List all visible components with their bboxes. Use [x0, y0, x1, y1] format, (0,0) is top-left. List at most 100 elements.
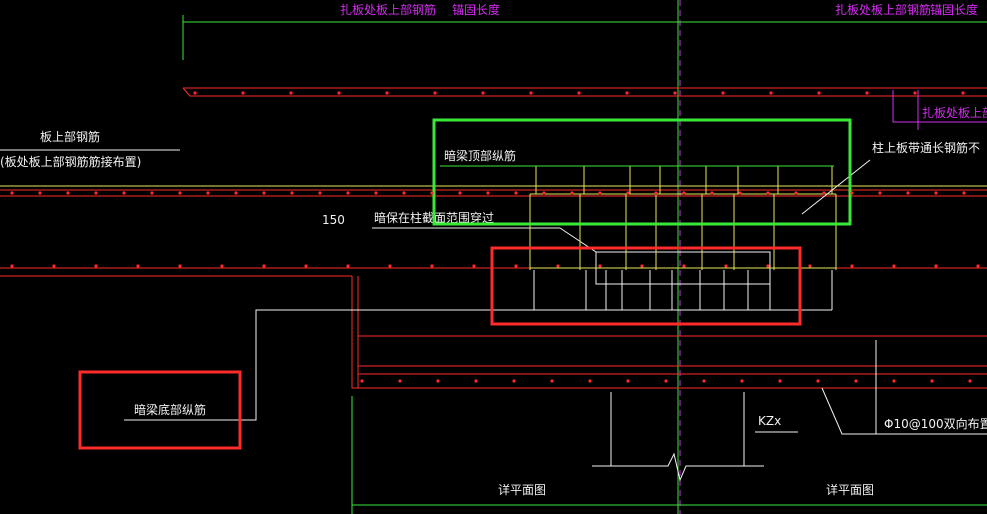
rebar-dot — [976, 264, 980, 268]
right-magenta-bracket — [892, 90, 987, 123]
rebar-dots — [10, 91, 980, 383]
rebar-dot — [398, 379, 402, 383]
rebar-dot — [598, 191, 602, 195]
top-right-anchor-label: 锚固长度 — [930, 2, 978, 17]
rebar-dot — [626, 379, 630, 383]
rebar-dot — [385, 91, 389, 95]
rebar-dot — [290, 191, 294, 195]
rebar-dot — [193, 91, 197, 95]
rebar-dot — [206, 191, 210, 195]
rebar-dot — [664, 379, 668, 383]
rebar-dot — [865, 91, 869, 95]
rebar-dot — [262, 264, 266, 268]
rebar-dot — [512, 379, 516, 383]
rebar-dot — [346, 264, 350, 268]
rebar-dot — [968, 379, 972, 383]
rebar-dot — [817, 91, 821, 95]
rebar-dot — [850, 264, 854, 268]
beam-top-label: 暗梁顶部纵筋 — [444, 148, 516, 163]
rebar-dot — [472, 264, 476, 268]
rebar-dot — [588, 379, 592, 383]
beam-bottom-label: 暗梁底部纵筋 — [134, 402, 206, 417]
rebar-dot — [778, 379, 782, 383]
rebar-dot — [304, 264, 308, 268]
column-break-line — [592, 452, 764, 482]
rebar-dot — [38, 191, 42, 195]
rebar-dot — [626, 191, 630, 195]
top-right-rebar-label: 扎板处板上部钢筋 — [835, 2, 931, 17]
rebar-dot — [388, 264, 392, 268]
rebar-dot — [808, 264, 812, 268]
rebar-dot — [721, 91, 725, 95]
rebar-dot — [10, 191, 14, 195]
rebar-dot — [934, 264, 938, 268]
rebar-dot — [66, 191, 70, 195]
rebar-dot — [769, 91, 773, 95]
rebar-dot — [433, 91, 437, 95]
rebar-dot — [794, 191, 798, 195]
left-note-line1: 板上部钢筋 — [40, 129, 100, 144]
top-left-rebar-label: 扎板处板上部钢筋 — [340, 2, 436, 17]
right-sub-label: 扎板处板上部 — [922, 105, 987, 120]
rebar-dot — [178, 191, 182, 195]
rebar-dot — [241, 91, 245, 95]
rebar-dot — [682, 264, 686, 268]
rebar-dot — [122, 191, 126, 195]
red-highlight-box-beam — [490, 246, 802, 326]
rebar-dot — [374, 191, 378, 195]
rebar-dot — [52, 264, 56, 268]
rebar-dot — [514, 264, 518, 268]
rebar-dot — [930, 379, 934, 383]
green-highlight-box — [432, 118, 852, 226]
plan-left-label: 详平面图 — [498, 482, 546, 497]
beam-outline-left — [351, 276, 987, 389]
rebar-dot — [850, 191, 854, 195]
rebar-dot — [556, 264, 560, 268]
rebar-dot — [766, 264, 770, 268]
column-strip-label: 柱上板带通长钢筋不 — [872, 140, 980, 155]
rebar-dot — [514, 191, 518, 195]
rebar-dot — [682, 191, 686, 195]
rebar-dot — [654, 191, 658, 195]
rebar-dot — [94, 264, 98, 268]
beam-top-hooks — [535, 166, 833, 194]
rebar-dot — [481, 91, 485, 95]
rebar-dot — [962, 191, 966, 195]
rebar-dot — [346, 191, 350, 195]
rebar-dot — [430, 264, 434, 268]
rebar-dot — [262, 191, 266, 195]
rebar-dot — [402, 191, 406, 195]
rebar-dot — [878, 191, 882, 195]
rebar-dot — [136, 264, 140, 268]
rebar-dot — [577, 91, 581, 95]
rebar-dot — [529, 91, 533, 95]
rebar-dot — [934, 191, 938, 195]
dim-150: 150 — [322, 213, 345, 227]
upper-slab-rebar — [182, 87, 987, 97]
rebar-dot — [598, 264, 602, 268]
rebar-dot — [892, 264, 896, 268]
beam-bottom-leader — [124, 309, 534, 421]
red-highlight-box-label — [78, 370, 242, 450]
rebar-dot — [906, 191, 910, 195]
rebar-dot — [913, 91, 917, 95]
rebar-dot — [570, 191, 574, 195]
rebar-dot — [430, 191, 434, 195]
anchor-note-leader — [559, 227, 771, 285]
rebar-dot — [766, 191, 770, 195]
rebar-dot — [673, 91, 677, 95]
rebar-dot — [318, 191, 322, 195]
rebar-dot — [550, 379, 554, 383]
rebar-dot — [178, 264, 182, 268]
rebar-dot — [337, 91, 341, 95]
stirrup-label: Φ10@100双向布置 — [884, 416, 987, 431]
beam-stirrups — [529, 194, 837, 270]
rebar-dot — [10, 264, 14, 268]
rebar-dot — [724, 264, 728, 268]
plan-right-label: 详平面图 — [826, 482, 874, 497]
column-strip-leader — [801, 159, 871, 215]
rebar-dot — [625, 91, 629, 95]
column-tag: KZx — [758, 414, 781, 428]
rebar-dot — [854, 379, 858, 383]
